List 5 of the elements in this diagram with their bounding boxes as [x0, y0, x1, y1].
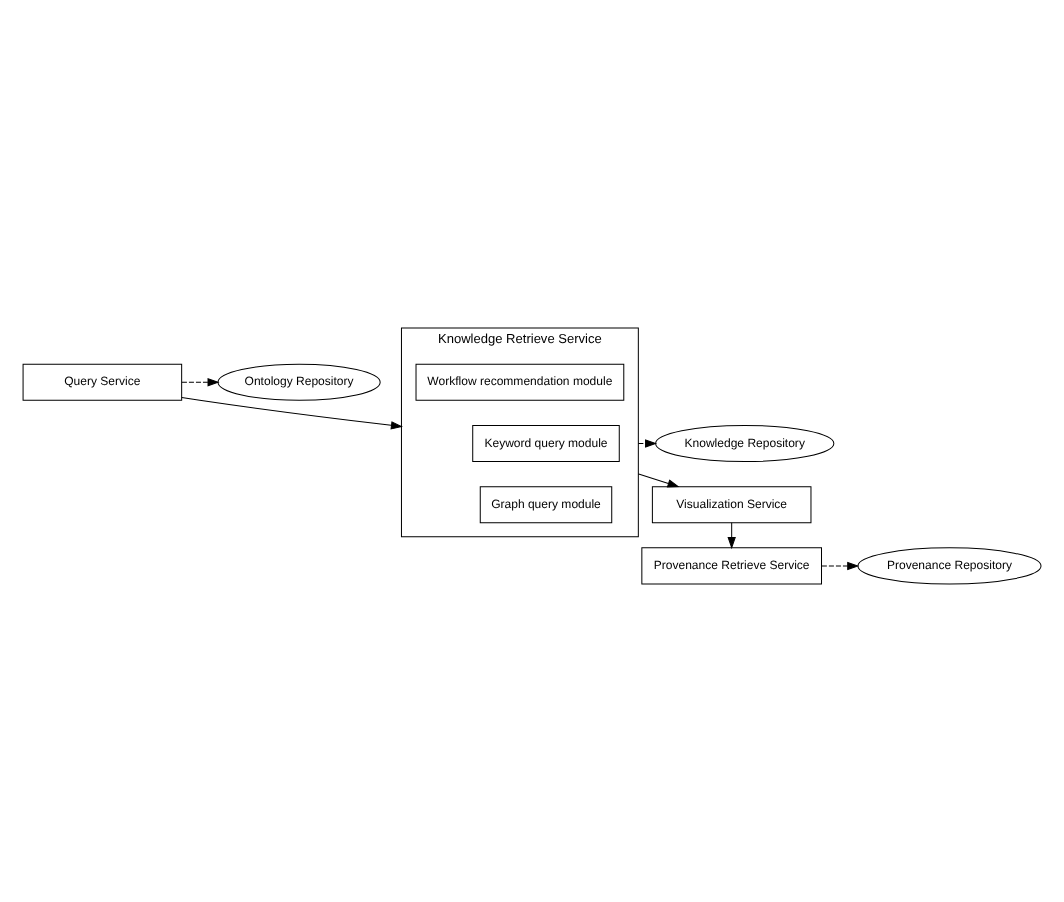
arrow [821, 560, 859, 569]
arrow [181, 396, 402, 429]
arrow [181, 377, 219, 386]
arrow [727, 521, 736, 548]
arrow [637, 472, 679, 487]
